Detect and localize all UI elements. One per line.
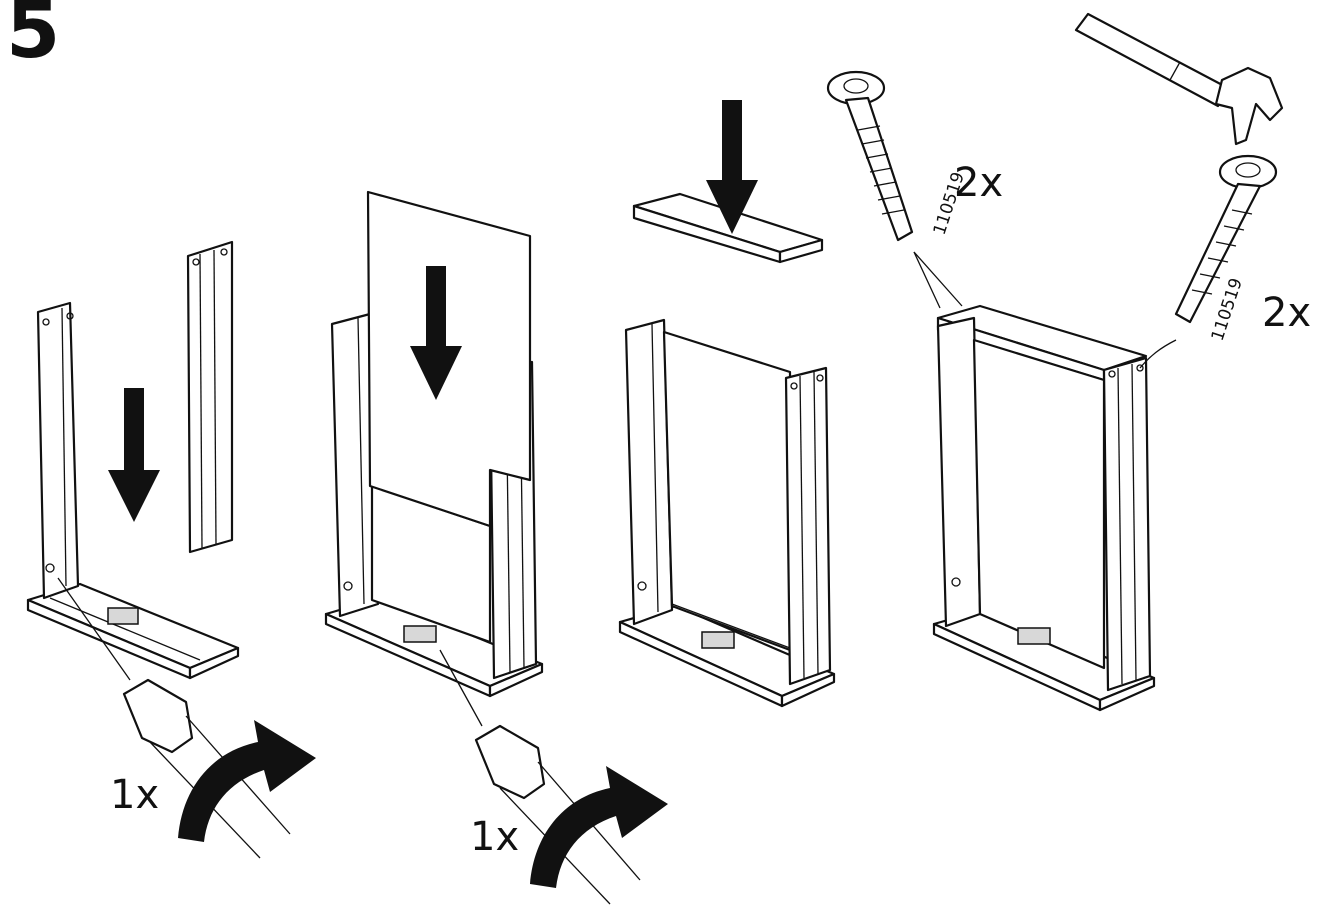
panel-4-frame <box>913 251 1177 712</box>
hammer-icon <box>1074 12 1284 146</box>
screw-icon <box>1174 154 1278 324</box>
screwdriver-icon <box>439 649 641 905</box>
panel-1-l-frame <box>26 301 240 680</box>
screw-qty-top: 2x <box>954 160 1003 206</box>
part-number-right: 110519 <box>1208 276 1247 344</box>
down-arrow-icon <box>108 388 160 522</box>
panel-3-frame <box>618 318 836 708</box>
panel-1-side-rail <box>186 240 234 554</box>
screwdriver-qty-middle: 1x <box>470 814 519 860</box>
screw-icon <box>826 70 914 242</box>
screwdriver-qty-left: 1x <box>110 772 159 818</box>
step-number: 5 <box>6 0 60 76</box>
rotate-arrow-icon <box>178 720 316 842</box>
screw-qty-right: 2x <box>1262 290 1311 336</box>
down-arrow-icon <box>410 266 462 400</box>
down-arrow-icon <box>706 100 758 234</box>
rotate-arrow-icon <box>530 766 668 888</box>
